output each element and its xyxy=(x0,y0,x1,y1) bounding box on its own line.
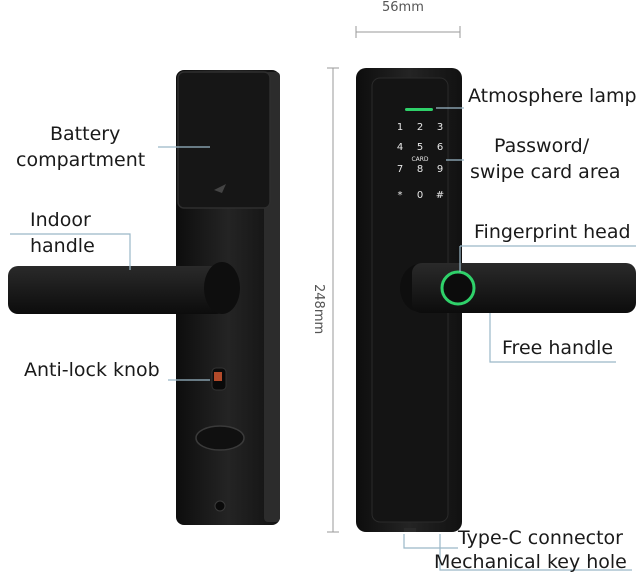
key-4: 4 xyxy=(397,142,403,153)
key-0: 0 xyxy=(417,190,423,201)
key-card: CARD xyxy=(411,156,428,163)
free-handle-label: Free handle xyxy=(502,337,614,359)
anti-lock-knob-label: Anti-lock knob xyxy=(24,359,160,381)
dimension-lines xyxy=(327,26,461,533)
mechanical-key-hole-label: Mechanical key hole xyxy=(434,551,627,573)
key-5: 5 xyxy=(417,142,423,153)
battery-cover xyxy=(177,71,271,209)
indoor-handle-rose xyxy=(204,262,240,314)
leader-lines xyxy=(10,107,636,571)
anti-lock-knob-indicator xyxy=(214,372,222,381)
password-label-line2: swipe card area xyxy=(470,161,621,183)
key-hash: # xyxy=(436,190,444,201)
key-9: 9 xyxy=(437,164,443,175)
key-2: 2 xyxy=(417,122,423,133)
atmosphere-lamp-dots xyxy=(405,108,433,111)
indoor-handle-lever xyxy=(8,266,226,314)
type-c-connector-label: Type-C connector xyxy=(458,527,623,549)
indoor-panel xyxy=(8,70,280,525)
key-7: 7 xyxy=(397,164,403,175)
key-8: 8 xyxy=(417,164,423,175)
indoor-handle-label-line1: Indoor xyxy=(30,209,91,231)
password-label-line1: Password/ xyxy=(494,135,590,157)
fingerprint-head-label: Fingerprint head xyxy=(474,221,631,243)
fingerprint-sensor-ring xyxy=(440,270,476,306)
atmosphere-lamp-label: Atmosphere lamp xyxy=(468,85,637,107)
width-dimension-label: 56mm xyxy=(382,0,424,15)
height-dimension-label: 248mm xyxy=(311,284,326,335)
outdoor-panel xyxy=(356,68,636,532)
battery-label-line2: compartment xyxy=(16,149,146,171)
key-6: 6 xyxy=(437,142,443,153)
indoor-oval-cover xyxy=(195,425,245,451)
key-3: 3 xyxy=(437,122,443,133)
key-1: 1 xyxy=(397,122,403,133)
key-star: * xyxy=(398,190,403,201)
battery-label-line1: Battery xyxy=(50,123,121,145)
keypad: 1 2 3 4 5 6 CARD 7 8 9 * 0 # xyxy=(397,122,444,201)
indoor-handle-label-line2: handle xyxy=(30,235,95,257)
